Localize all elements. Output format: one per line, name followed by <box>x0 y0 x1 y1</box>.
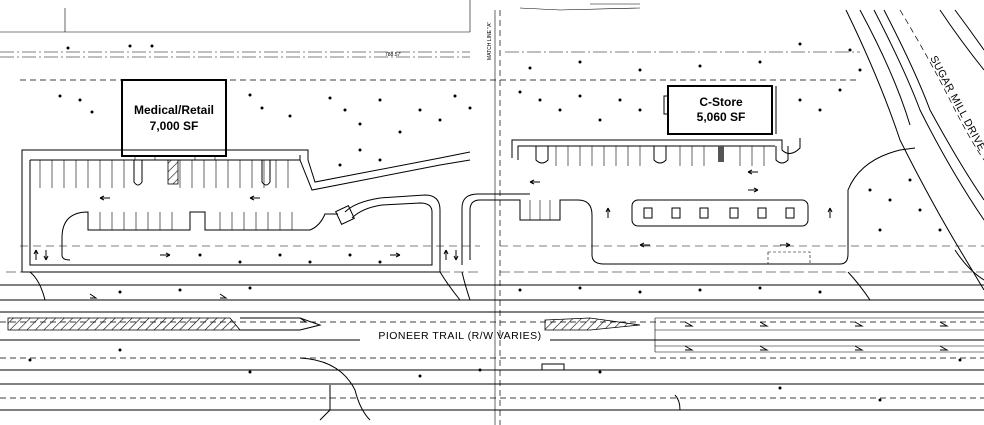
survey-points <box>28 42 962 402</box>
medical-building-name: Medical/Retail <box>134 103 214 117</box>
pioneer-trail-label: PIONEER TRAIL (R/W VARIES) <box>378 330 541 342</box>
medical-retail-building[interactable]: Medical/Retail 7,000 SF <box>121 79 227 160</box>
right-parking-lot <box>461 138 984 273</box>
match-line-label: MATCH LINE "A" <box>487 22 493 60</box>
sugar-mill-drive: SUGAR MILL DRIVE <box>845 9 984 291</box>
property-boundary <box>0 0 860 81</box>
traffic-arrows <box>33 169 949 351</box>
sugar-mill-drive-label: SUGAR MILL DRIVE <box>927 54 984 153</box>
dimension-label: 788.57' <box>385 52 401 58</box>
cstore-building-name: C-Store <box>699 95 743 109</box>
match-line <box>494 10 501 425</box>
cstore-building[interactable]: C-Store 5,060 SF <box>663 85 777 135</box>
driveways <box>29 249 984 301</box>
pioneer-trail: PIONEER TRAIL (R/W VARIES) <box>0 284 984 421</box>
cstore-building-area: 5,060 SF <box>697 110 746 124</box>
medical-building-area: 7,000 SF <box>150 119 199 133</box>
left-parking-lot <box>6 149 480 273</box>
